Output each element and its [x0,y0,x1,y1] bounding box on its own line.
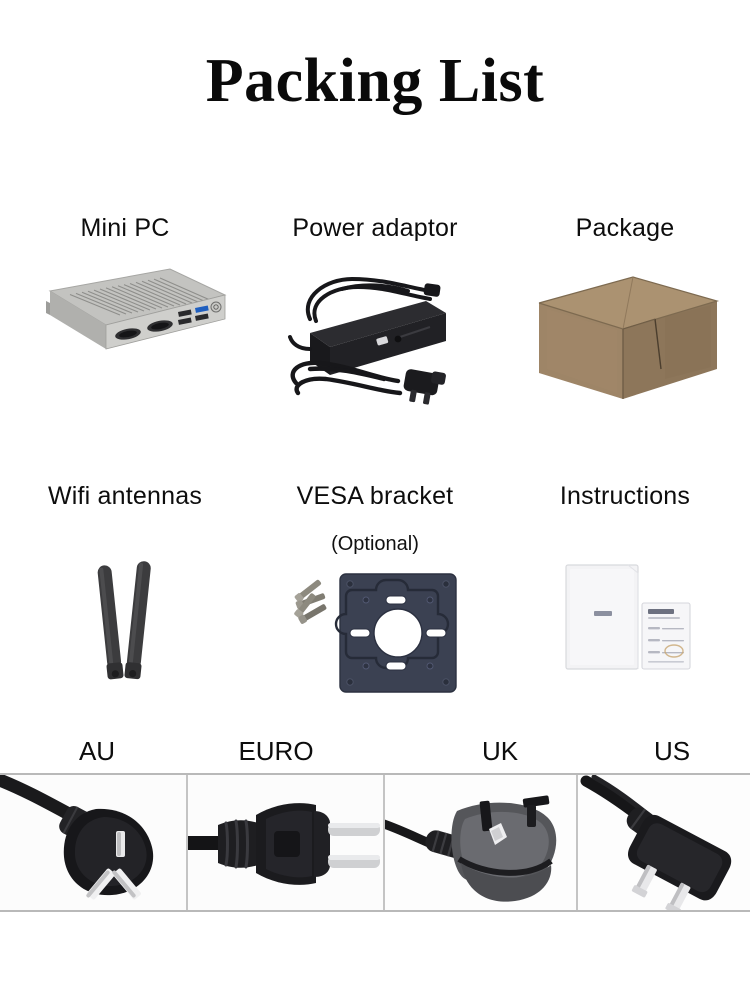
power-adaptor-icon [288,276,446,405]
plug-cell-us [578,775,750,910]
items-row-1: Mini PC [0,214,750,422]
euro-plug-icon [188,775,383,910]
screws-icon [293,579,326,624]
au-plug-icon [0,775,186,910]
vesa-bracket-illustration [288,566,463,706]
plug-label-us: US [653,736,691,766]
manual-booklet-icon [565,563,691,670]
plug-label-au: AU [78,736,116,766]
power-adaptor-illustration [280,257,470,422]
item-label-wifi-antennas: Wifi antennas [47,482,203,510]
item-label-instructions: Instructions [559,482,691,510]
instructions-illustration [550,559,700,684]
mini-pc-icon [46,267,227,350]
plug-label-euro: EURO [238,736,314,766]
item-instructions: Instructions [500,482,750,706]
item-label-package: Package [575,214,675,242]
plug-cell-euro [188,775,385,910]
item-label-mini-pc: Mini PC [80,214,170,242]
item-power-adaptor: Power adaptor [250,214,500,422]
item-label-vesa-bracket: VESA bracket [296,482,454,510]
us-plug-icon [578,775,750,910]
item-label-power-adaptor: Power adaptor [292,214,458,242]
items-row-2: Wifi antennas [0,482,750,706]
item-wifi-antennas: Wifi antennas [0,482,250,706]
package-illustration [525,257,725,422]
item-package: Package [500,214,750,422]
plug-label-uk: UK [481,736,519,766]
item-vesa-bracket: VESA bracket (Optional) [250,482,500,706]
uk-plug-icon [385,775,576,910]
item-subtitle-vesa-bracket: (Optional) [331,532,419,555]
vesa-bracket-icon [293,572,457,693]
wifi-antennas-illustration [65,553,185,698]
mini-pc-illustration [20,257,230,382]
item-mini-pc: Mini PC [0,214,250,422]
cardboard-box-icon [538,275,720,399]
plug-cell-uk [385,775,578,910]
page-title: Packing List [205,47,545,115]
wifi-antenna-icon [97,560,151,679]
plug-labels-row: AU EURO UK US [0,736,750,772]
plug-photo-band [0,773,750,912]
plug-cell-au [0,775,188,910]
